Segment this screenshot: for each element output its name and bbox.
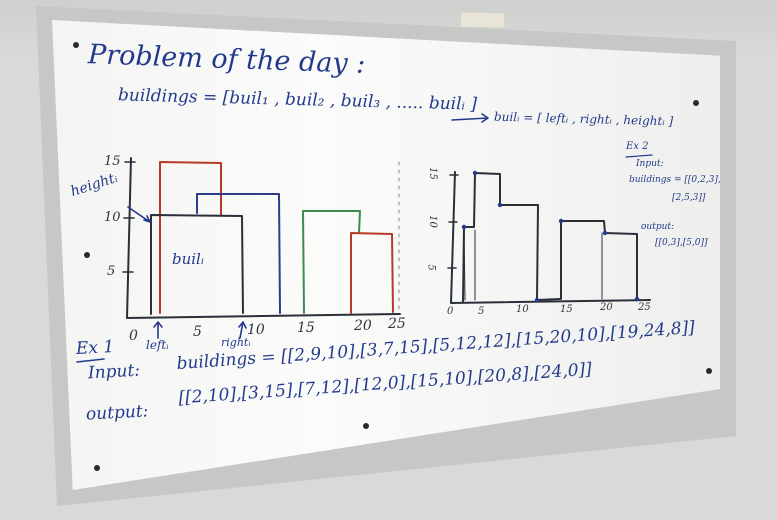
left-label: leftᵢ xyxy=(146,338,169,352)
skyline-outline xyxy=(462,172,561,303)
sketch2-y-tick-5: 5 xyxy=(425,264,437,271)
screw-left-mid xyxy=(84,252,90,258)
building-5-outline xyxy=(350,232,394,314)
ex2-input-label: Input: xyxy=(636,159,664,169)
sketch1-x-tick-5: 5 xyxy=(193,324,202,340)
building-1-outline xyxy=(150,214,244,315)
screw-top-left xyxy=(73,42,79,48)
sketch1-y-tick-15: 15 xyxy=(104,154,121,169)
ex1-output-label: output: xyxy=(85,401,149,425)
definition-arrow xyxy=(451,113,489,123)
ex2-output-label: output: xyxy=(641,222,675,232)
sketch1-axes xyxy=(126,157,401,319)
ex2-output: [[0,3],[5,0]] xyxy=(655,238,708,248)
sketch2-x-tick-25: 25 xyxy=(638,302,651,313)
left-arrow xyxy=(153,321,163,339)
building-2-outline xyxy=(159,161,222,314)
sketch2-x-tick-0: 0 xyxy=(447,306,454,317)
right-label: rightᵢ xyxy=(221,336,251,349)
sketch2-x-tick-10: 10 xyxy=(516,304,529,315)
screw-bottom-mid xyxy=(363,423,369,429)
screw-top-right xyxy=(693,100,699,106)
building-label: builᵢ xyxy=(172,250,204,268)
ex2-input-line2: [2,5,3]] xyxy=(672,193,706,203)
sketch2-x-tick-5: 5 xyxy=(478,306,485,317)
screw-bottom-left xyxy=(94,465,100,471)
height-arrow xyxy=(127,206,151,223)
skyline-outline-right xyxy=(560,220,638,300)
ex1-input-label: Input: xyxy=(87,360,141,384)
ex1-label: Ex 1 xyxy=(75,337,115,359)
sketch1-x-tick-25: 25 xyxy=(388,316,406,332)
sketch1-y-tick-5: 5 xyxy=(107,264,116,279)
sketch1-x-tick-10: 10 xyxy=(247,322,265,338)
sketch2-axes xyxy=(450,171,651,304)
ex2-label: Ex 2 xyxy=(626,141,649,152)
sketch1-y-ticks xyxy=(122,161,136,273)
sketch1-y-tick-10: 10 xyxy=(104,210,121,225)
sketch2-y-tick-15: 15 xyxy=(426,167,438,180)
right-arrow xyxy=(238,321,247,339)
building-4-outline xyxy=(302,210,361,314)
sketch2-y-ticks xyxy=(447,174,459,269)
ex2-input-line1: buildings = [[0,2,3], xyxy=(629,175,721,185)
skyline-inner-lines xyxy=(463,226,476,301)
sketch2-x-tick-20: 20 xyxy=(600,302,613,313)
sketch2-x-tick-15: 15 xyxy=(560,304,573,315)
screw-right-bottom xyxy=(706,368,712,374)
sketch2-y-tick-10: 10 xyxy=(426,215,438,228)
building-3-outline xyxy=(196,193,281,314)
sketch1-x-tick-20: 20 xyxy=(354,318,372,334)
sketch1-x-tick-0: 0 xyxy=(129,328,138,344)
ex2-underline xyxy=(625,154,653,158)
skyline-key-points xyxy=(461,170,640,303)
ex1-underline xyxy=(76,358,105,363)
sketch1-x-tick-15: 15 xyxy=(297,320,315,336)
